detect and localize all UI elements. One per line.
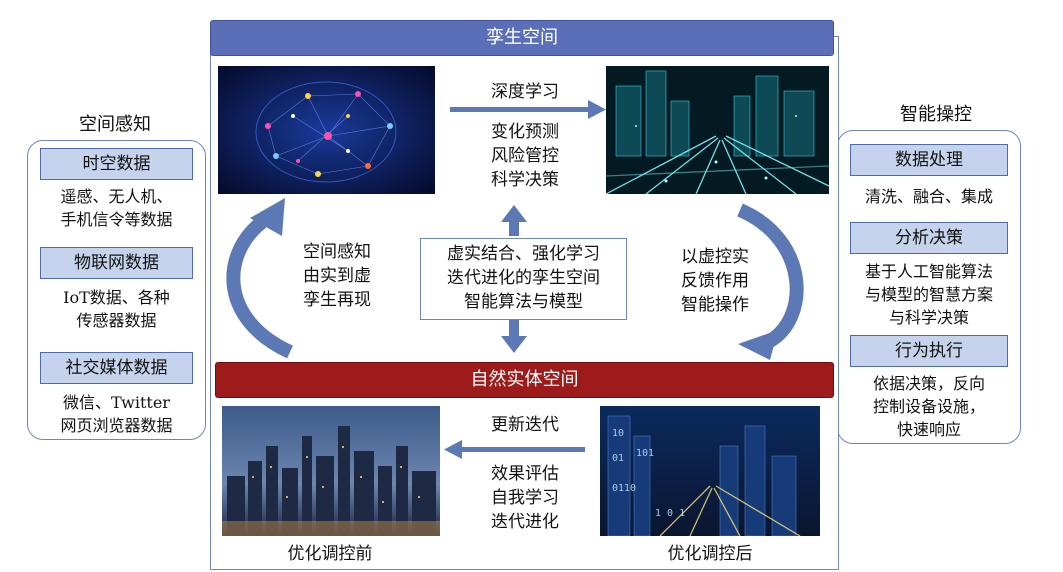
down-arrow-head <box>501 336 527 353</box>
core-line: 智能算法与模型 <box>464 292 583 312</box>
desc-line: 遥感、无人机、 <box>60 187 173 206</box>
svg-text:101: 101 <box>636 448 654 459</box>
desc-line: 网页浏览器数据 <box>60 416 173 435</box>
core-line: 虚实结合、强化学习 <box>447 244 600 264</box>
desc-line: 控制设备设施， <box>872 397 985 416</box>
category-desc: 基于人工智能算法 与模型的智慧方案 与科学决策 <box>844 260 1014 329</box>
category-desc: 清洗、融合、集成 <box>844 185 1014 208</box>
desc-line: 与科学决策 <box>888 308 969 327</box>
desc-line: 与模型的智慧方案 <box>864 285 993 304</box>
virtual-to-real-text: 以虚控实 反馈作用 智能操作 <box>660 245 770 317</box>
neural-brain-image <box>218 66 435 194</box>
svg-text:0110: 0110 <box>612 483 636 494</box>
caption-after: 优化调控后 <box>667 544 753 564</box>
desc-line: 传感器数据 <box>76 311 157 330</box>
category-data-processing: 数据处理 <box>850 144 1008 176</box>
core-line: 迭代进化的孪生空间 <box>447 268 600 288</box>
cycle-line: 反馈作用 <box>681 271 749 291</box>
desc-line: 基于人工智能算法 <box>864 262 993 281</box>
natural-entity-space-banner: 自然实体空间 <box>215 362 834 398</box>
svg-text:01: 01 <box>612 453 624 464</box>
category-social-media-data: 社交媒体数据 <box>40 352 193 384</box>
category-desc: 微信、Twitter 网页浏览器数据 <box>34 391 199 437</box>
down-arrow-shaft <box>509 320 519 338</box>
category-analysis-decision: 分析决策 <box>850 222 1008 254</box>
digital-city-image <box>606 66 829 194</box>
spatial-perception-panel: 时空数据 遥感、无人机、 手机信令等数据 物联网数据 IoT数据、各种 传感器数… <box>27 140 206 440</box>
up-arrow-head <box>501 205 527 222</box>
update-iteration-label: 更新迭代 <box>491 415 559 435</box>
intelligent-control-panel: 数据处理 清洗、融合、集成 分析决策 基于人工智能算法 与模型的智慧方案 与科学… <box>837 130 1021 444</box>
left-curved-arrow <box>226 216 294 359</box>
caption-before: 优化调控前 <box>287 544 373 564</box>
right-curved-arrow <box>737 203 804 349</box>
process-line: 自我学习 <box>491 488 559 508</box>
outcome-line: 风险管控 <box>491 146 559 166</box>
desc-line: 手机信令等数据 <box>60 210 173 229</box>
real-to-virtual-text: 空间感知 由实到虚 孪生再现 <box>282 240 392 312</box>
entity-process: 效果评估 自我学习 迭代进化 <box>470 462 580 534</box>
right-panel-title: 智能操控 <box>900 104 972 125</box>
desc-line: 快速响应 <box>896 420 961 439</box>
city-before-image <box>222 406 440 536</box>
cycle-line: 孪生再现 <box>303 290 371 310</box>
category-iot-data: 物联网数据 <box>40 247 193 279</box>
update-iteration-arrow <box>460 447 585 452</box>
outcome-line: 变化预测 <box>491 122 559 142</box>
process-line: 迭代进化 <box>491 512 559 532</box>
right-curved-arrowhead <box>738 330 778 360</box>
deep-learning-label: 深度学习 <box>491 82 559 102</box>
svg-text:10: 10 <box>612 428 624 439</box>
update-iteration-arrowhead <box>444 440 462 459</box>
left-panel-title: 空间感知 <box>79 114 151 135</box>
twin-outcomes: 变化预测 风险管控 科学决策 <box>470 120 580 192</box>
category-action-execution: 行为执行 <box>850 335 1008 367</box>
desc-line: 依据决策，反向 <box>872 374 985 393</box>
outcome-line: 科学决策 <box>491 170 559 190</box>
cycle-line: 由实到虚 <box>303 266 371 286</box>
desc-line: 微信、Twitter <box>63 393 170 412</box>
core-box-text: 虚实结合、强化学习 迭代进化的孪生空间 智能算法与模型 <box>421 242 626 314</box>
twin-space-banner: 孪生空间 <box>210 20 834 56</box>
deep-learning-arrowhead <box>588 100 606 119</box>
city-after-image: 10 01 101 0110 1 0 1 <box>600 406 820 536</box>
category-desc: 遥感、无人机、 手机信令等数据 <box>34 185 199 231</box>
cycle-line: 空间感知 <box>303 242 371 262</box>
category-desc: 依据决策，反向 控制设备设施， 快速响应 <box>844 372 1014 441</box>
up-arrow-shaft <box>509 220 519 236</box>
left-curved-arrowhead <box>250 198 285 236</box>
core-model-box: 虚实结合、强化学习 迭代进化的孪生空间 智能算法与模型 <box>420 238 627 320</box>
svg-text:1 0 1: 1 0 1 <box>655 508 685 519</box>
deep-learning-arrow <box>450 107 590 112</box>
cycle-line: 智能操作 <box>681 295 749 315</box>
category-spatiotemporal-data: 时空数据 <box>40 148 193 180</box>
cycle-line: 以虚控实 <box>681 247 749 267</box>
desc-line: 清洗、融合、集成 <box>864 187 993 206</box>
process-line: 效果评估 <box>491 464 559 484</box>
desc-line: IoT数据、各种 <box>63 288 170 307</box>
category-desc: IoT数据、各种 传感器数据 <box>34 286 199 332</box>
